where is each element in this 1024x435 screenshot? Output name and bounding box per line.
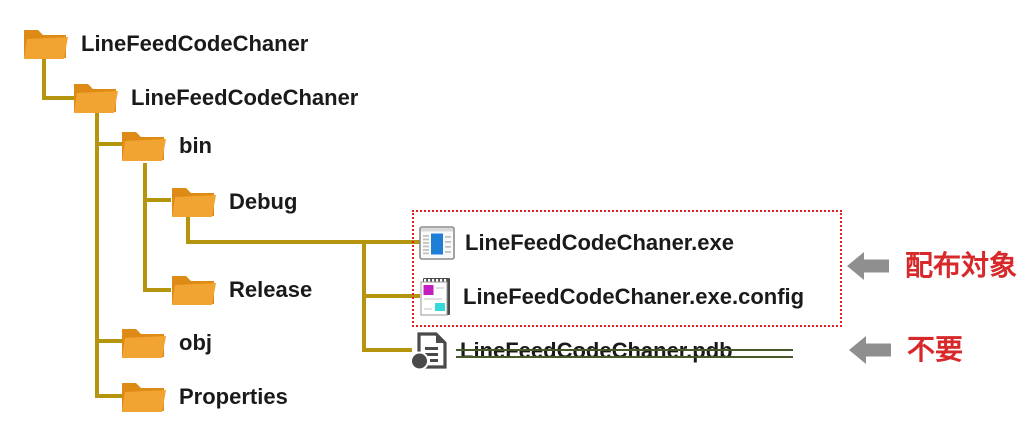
tree-connector-line — [95, 339, 123, 343]
tree-connector-line — [362, 348, 412, 352]
annotation-distribution: 配布対象 — [847, 252, 1017, 280]
folder-label: Properties — [179, 384, 288, 409]
folder-node-debug: Debug — [170, 183, 297, 221]
folder-node-bin: bin — [120, 127, 212, 165]
folder-icon — [120, 325, 166, 361]
annotation-label: 不要 — [907, 334, 964, 365]
annotation-unnecessary: 不要 — [849, 336, 963, 364]
file-label: LineFeedCodeChaner.pdb — [460, 338, 733, 363]
folder-icon — [22, 26, 68, 62]
folder-label: Release — [229, 277, 313, 302]
tree-connector-line — [143, 163, 147, 292]
tree-connector-line — [186, 240, 420, 244]
tree-connector-line — [362, 294, 420, 298]
debug-symbols-file-icon — [410, 331, 450, 371]
tree-connector-line — [95, 142, 123, 146]
tree-connector-line — [42, 96, 76, 100]
folder-node-root: LineFeedCodeChaner — [22, 25, 308, 63]
folder-label: bin — [179, 133, 212, 158]
folder-label: obj — [179, 330, 212, 355]
left-arrow-icon — [849, 336, 891, 364]
tree-connector-line — [143, 198, 171, 202]
strikethrough-line — [456, 349, 793, 351]
file-node-pdb: LineFeedCodeChaner.pdb — [410, 331, 733, 371]
folder-node-obj: obj — [120, 324, 212, 362]
folder-node-properties: Properties — [120, 378, 288, 416]
tree-connector-line — [186, 214, 190, 244]
file-node-exe: LineFeedCodeChaner.exe — [419, 223, 734, 263]
left-arrow-icon — [847, 252, 889, 280]
folder-icon — [170, 272, 216, 308]
application-window-icon — [419, 226, 455, 260]
file-node-config: LineFeedCodeChaner.exe.config — [419, 277, 804, 317]
folder-label: LineFeedCodeChaner — [131, 85, 359, 110]
tree-connector-line — [143, 288, 171, 292]
folder-label: LineFeedCodeChaner — [81, 31, 309, 56]
folder-icon — [120, 128, 166, 164]
annotation-label: 配布対象 — [905, 250, 1018, 281]
strikethrough-line — [456, 356, 793, 358]
folder-icon — [72, 80, 118, 116]
tree-connector-line — [95, 394, 123, 398]
folder-node-project: LineFeedCodeChaner — [72, 79, 358, 117]
folder-icon — [170, 184, 216, 220]
folder-label: Debug — [229, 189, 298, 214]
highlight-box — [412, 210, 842, 327]
tree-connector-line — [42, 59, 46, 100]
config-file-icon — [419, 277, 453, 317]
folder-node-release: Release — [170, 271, 312, 309]
folder-icon — [120, 379, 166, 415]
file-label: LineFeedCodeChaner.exe.config — [463, 284, 805, 309]
file-label: LineFeedCodeChaner.exe — [465, 230, 734, 255]
tree-connector-line — [95, 111, 99, 398]
